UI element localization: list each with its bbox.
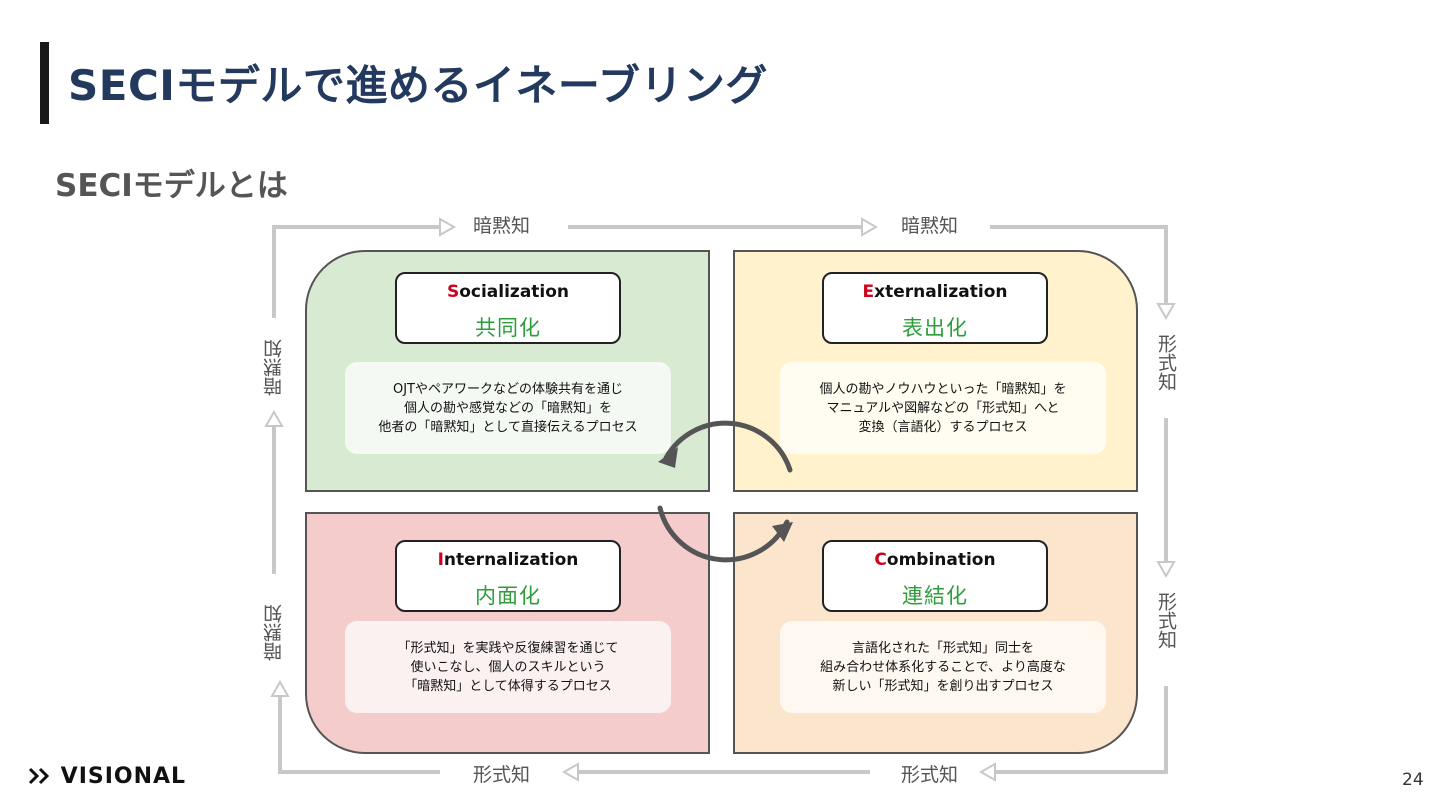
- label-initial: C: [874, 550, 887, 570]
- visional-logo: VISIONAL: [28, 764, 186, 789]
- slide-subtitle: SECIモデルとは: [55, 168, 288, 204]
- label-combination: Combination 連結化: [822, 540, 1048, 612]
- desc-socialization: OJTやペアワークなどの体験共有を通じ 個人の勘や感覚などの「暗黙知」を 他者の…: [345, 362, 671, 454]
- label-japanese: 連結化: [902, 584, 968, 608]
- label-internalization: Internalization 内面化: [395, 540, 621, 612]
- label-externalization: Externalization 表出化: [822, 272, 1048, 344]
- flow-label-top-left: 暗黙知: [469, 211, 535, 238]
- label-english: ombination: [886, 550, 996, 570]
- desc-line: 個人の勘や感覚などの「暗黙知」を: [403, 400, 612, 416]
- label-initial: I: [437, 550, 444, 570]
- desc-line: OJTやペアワークなどの体験共有を通じ: [392, 381, 623, 397]
- desc-line: マニュアルや図解などの「形式知」へと: [826, 400, 1060, 416]
- flow-label-bottom-left: 形式知: [469, 760, 535, 787]
- logo-text: VISIONAL: [60, 764, 187, 789]
- desc-combination: 言語化された「形式知」同士を 組み合わせ体系化することで、より高度な 新しい「形…: [780, 621, 1106, 713]
- flow-arrow-icon: [995, 686, 1168, 774]
- desc-line: 「暗黙知」として体得するプロセス: [404, 678, 612, 694]
- label-english: nternalization: [443, 550, 579, 570]
- visional-chevron-icon: [28, 767, 50, 785]
- label-socialization: Socialization 共同化: [395, 272, 621, 344]
- desc-externalization: 個人の勘やノウハウといった「暗黙知」を マニュアルや図解などの「形式知」へと 変…: [780, 362, 1106, 454]
- flow-label-right-top: 形式知: [1155, 330, 1177, 395]
- label-english: ocialization: [459, 282, 570, 302]
- page-number: 24: [1402, 770, 1424, 790]
- flow-arrow-icon: [278, 696, 440, 774]
- desc-line: 「形式知」を実践や反復練習を通じて: [397, 640, 619, 656]
- flow-arrow-icon: [990, 225, 1168, 304]
- label-initial: S: [446, 282, 460, 302]
- flow-label-bottom-right: 形式知: [897, 760, 963, 787]
- label-initial: E: [862, 282, 875, 302]
- desc-line: 新しい「形式知」を創り出すプロセス: [832, 678, 1054, 694]
- desc-line: 言語化された「形式知」同士を: [851, 640, 1034, 656]
- desc-line: 使いこなし、個人のスキルという: [410, 659, 606, 675]
- desc-line: 変換（言語化）するプロセス: [858, 419, 1028, 435]
- desc-line: 組み合わせ体系化することで、より高度な: [820, 659, 1066, 675]
- slide-title: SECIモデルで進めるイネーブリング: [68, 61, 768, 110]
- flow-label-top-right: 暗黙知: [897, 211, 963, 238]
- desc-line: 個人の勘やノウハウといった「暗黙知」を: [819, 381, 1067, 397]
- label-japanese: 表出化: [902, 316, 968, 340]
- label-japanese: 共同化: [475, 316, 541, 340]
- flow-label-left-top: 暗黙知: [263, 335, 285, 400]
- label-english: xternalization: [874, 282, 1008, 302]
- desc-internalization: 「形式知」を実践や反復練習を通じて 使いこなし、個人のスキルという 「暗黙知」と…: [345, 621, 671, 713]
- flow-arrow-icon: [272, 225, 440, 318]
- flow-label-left-bottom: 暗黙知: [263, 600, 285, 665]
- label-japanese: 内面化: [475, 584, 541, 608]
- title-accent-bar: [40, 42, 49, 124]
- flow-label-right-bottom: 形式知: [1155, 588, 1177, 653]
- desc-line: 他者の「暗黙知」として直接伝えるプロセス: [378, 419, 638, 435]
